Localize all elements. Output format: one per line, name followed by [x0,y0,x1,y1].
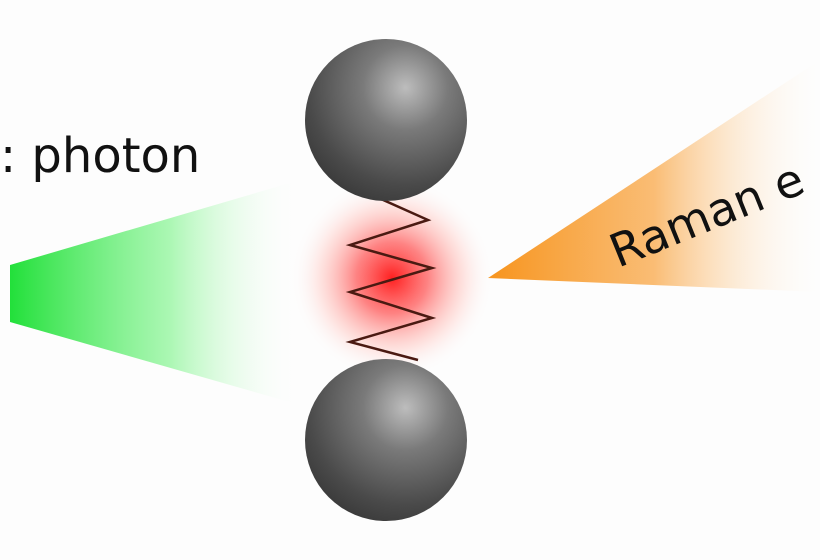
bond-spring [345,193,437,362]
incident-photon-label: : photon [0,128,200,184]
bottom-atom-sphere [305,359,467,521]
bond-vibration-glow [290,176,494,380]
top-atom-sphere [305,39,467,201]
incident-photon-beam [10,180,300,405]
raman-scattered-beam [488,60,820,292]
